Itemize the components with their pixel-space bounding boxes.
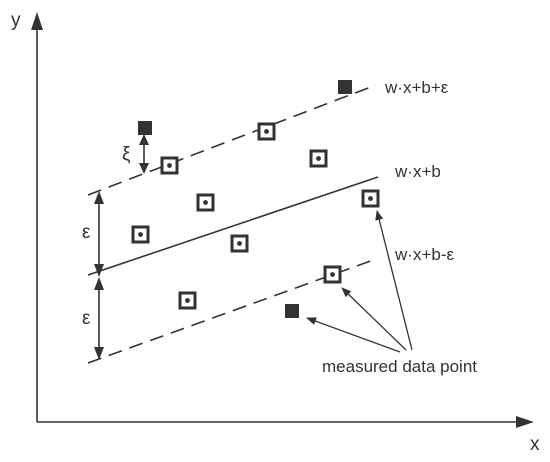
measured-point-pointers: measured data point xyxy=(306,210,477,376)
regression-lines: w·x+b+ε w·x+b w·x+b-ε xyxy=(87,78,454,364)
axes: y x xyxy=(11,10,540,455)
epsilon-upper-label: ε xyxy=(82,222,91,243)
upper-line-label: w·x+b+ε xyxy=(384,78,449,97)
epsilon-upper-arrowhead-top-icon xyxy=(94,191,104,204)
y-axis-arrow-icon xyxy=(31,12,43,30)
epsilon-markers: ε ε xyxy=(82,191,104,360)
data-point-inside-9 xyxy=(178,291,197,310)
epsilon-upper-arrowhead-bottom-icon xyxy=(94,264,104,277)
data-point-inside-5 xyxy=(131,225,150,244)
pointer-to-lower-point xyxy=(341,287,407,351)
xi-arrowhead-bottom-icon xyxy=(139,163,149,174)
data-point-inside-4 xyxy=(196,193,215,212)
data-point-outlier-2 xyxy=(338,80,352,94)
data-points-inside xyxy=(131,122,380,310)
data-point-inside-2 xyxy=(257,122,276,141)
x-axis-label: x xyxy=(530,434,540,455)
y-axis-label: y xyxy=(11,10,21,31)
x-axis-arrow-icon xyxy=(516,416,534,428)
xi-arrowhead-top-icon xyxy=(139,134,149,145)
center-regression-line xyxy=(87,176,379,276)
xi-label: ξ xyxy=(122,144,131,165)
data-point-inside-3 xyxy=(309,149,328,168)
epsilon-lower-label: ε xyxy=(82,308,91,329)
data-point-inside-6 xyxy=(230,234,249,253)
epsilon-lower-arrowhead-top-icon xyxy=(94,277,104,290)
data-points-outside xyxy=(138,80,352,318)
data-point-outlier-1 xyxy=(138,121,152,135)
pointer-to-right-point xyxy=(375,210,413,351)
upper-epsilon-line xyxy=(87,84,377,196)
lower-line-label: w·x+b-ε xyxy=(394,245,454,264)
data-point-inside-1 xyxy=(160,156,179,175)
xi-marker: ξ xyxy=(122,134,149,174)
epsilon-lower-arrowhead-bottom-icon xyxy=(94,347,104,360)
data-point-inside-8 xyxy=(323,265,342,284)
data-point-inside-7 xyxy=(361,189,380,208)
center-line-label: w·x+b xyxy=(394,162,441,181)
pointer-to-outlier-point xyxy=(306,317,401,353)
measured-data-point-label: measured data point xyxy=(322,357,477,376)
data-point-outlier-3 xyxy=(285,304,299,318)
